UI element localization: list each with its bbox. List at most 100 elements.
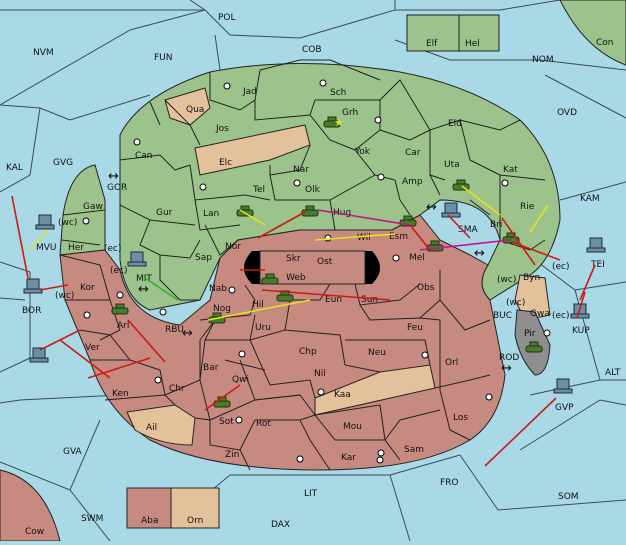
army-icon[interactable] (452, 179, 470, 191)
supply-center[interactable] (238, 350, 246, 358)
sea-label[interactable]: POL (218, 13, 236, 23)
province-label[interactable]: Pir (524, 329, 536, 339)
province-label[interactable]: Elc (219, 158, 232, 168)
province-label[interactable]: Mou (343, 422, 362, 432)
supply-center[interactable] (319, 79, 327, 87)
province-label[interactable]: Zin (225, 450, 239, 460)
sea-label[interactable]: Con (596, 38, 614, 48)
army-icon[interactable] (301, 205, 319, 217)
province-label[interactable]: Obs (417, 283, 435, 293)
province-label[interactable]: Hug (333, 208, 351, 218)
sea-label[interactable]: FRO (440, 478, 459, 488)
sea-label[interactable]: DAX (271, 520, 290, 530)
supply-center[interactable] (392, 254, 400, 262)
province-label[interactable]: Sun (361, 295, 378, 305)
supply-center[interactable] (223, 82, 231, 90)
sea-label[interactable]: KAM (580, 194, 600, 204)
supply-center[interactable] (317, 388, 325, 396)
province-label[interactable]: Neu (368, 348, 386, 358)
sea-label[interactable]: TEI (590, 260, 605, 270)
supply-center[interactable] (159, 308, 167, 316)
province-label[interactable]: Tel (252, 185, 265, 195)
province-label[interactable]: Kat (503, 165, 518, 175)
province-label[interactable]: Sam (404, 445, 424, 455)
supply-center[interactable] (374, 116, 382, 124)
province-label[interactable]: Nog (213, 304, 231, 314)
province-label[interactable]: Eun (325, 295, 342, 305)
army-icon[interactable] (261, 273, 279, 285)
province-label[interactable]: Bar (203, 363, 219, 373)
fleet-icon[interactable] (35, 214, 55, 230)
sea-label[interactable]: OVD (557, 108, 577, 118)
province-label[interactable]: Qwi (232, 375, 249, 385)
province-label[interactable]: Gaw (83, 202, 103, 212)
province-label[interactable]: Ail (146, 423, 157, 433)
sea-label[interactable]: RBU (165, 325, 184, 335)
province-con[interactable] (559, 0, 626, 66)
province-ail[interactable] (126, 404, 196, 446)
province-label[interactable]: Ken (112, 389, 129, 399)
supply-center[interactable] (199, 183, 207, 191)
province-label[interactable]: Sap (195, 253, 212, 263)
province-label[interactable]: Amp (402, 177, 423, 187)
sea-label[interactable]: ALT (605, 368, 621, 378)
province-label[interactable]: Olk (305, 185, 321, 195)
fleet-icon[interactable] (553, 378, 573, 394)
province-elc[interactable] (194, 124, 311, 176)
supply-center[interactable] (485, 393, 493, 401)
province-label[interactable]: Orl (445, 358, 458, 368)
province-label[interactable]: Rie (520, 202, 535, 212)
supply-center[interactable] (543, 329, 551, 337)
army-icon[interactable] (111, 303, 129, 315)
sea-label[interactable]: KAL (6, 163, 23, 173)
fleet-icon[interactable] (441, 202, 461, 218)
sea-label[interactable]: NOM (532, 55, 554, 65)
supply-center[interactable] (324, 234, 332, 242)
supply-center[interactable] (116, 291, 124, 299)
province-label[interactable]: Kaa (334, 390, 351, 400)
province-label[interactable]: Her (68, 243, 84, 253)
province-label[interactable]: Chp (299, 347, 317, 357)
sea-label[interactable]: SOM (558, 492, 579, 502)
province-label[interactable]: Qua (186, 105, 204, 115)
box-hel-label[interactable]: Hel (465, 39, 480, 49)
sea-label[interactable]: ROD (499, 353, 519, 363)
sea-label[interactable]: MIT (136, 274, 152, 284)
sea-label[interactable]: MVU (36, 243, 57, 253)
province-label[interactable]: Jad (242, 87, 257, 97)
sea-label[interactable]: LIT (304, 489, 318, 499)
supply-center[interactable] (377, 173, 385, 181)
supply-center[interactable] (235, 416, 243, 424)
box-aba-label[interactable]: Aba (141, 516, 158, 526)
supply-center[interactable] (82, 217, 90, 225)
province-label[interactable]: Ost (317, 257, 333, 267)
sea-label[interactable]: Cow (25, 527, 44, 537)
sea-label[interactable]: GOR (107, 183, 127, 193)
supply-center[interactable] (228, 286, 236, 294)
province-center[interactable] (259, 250, 366, 285)
province-label[interactable]: Nil (314, 369, 326, 379)
supply-center[interactable] (133, 138, 141, 146)
province-label[interactable]: Hil (252, 300, 264, 310)
sea-label[interactable]: GVA (63, 447, 83, 457)
sea-label[interactable]: BUC (493, 311, 512, 321)
fleet-icon[interactable] (29, 347, 49, 363)
province-label[interactable]: Nar (293, 165, 309, 175)
province-label[interactable]: Grh (342, 108, 358, 118)
province-label[interactable]: Sot (219, 417, 234, 427)
province-label[interactable]: Nor (225, 242, 241, 252)
sea-label[interactable]: COB (302, 45, 322, 55)
supply-center[interactable] (377, 449, 385, 457)
province-qua[interactable] (164, 87, 211, 126)
box-elf-label[interactable]: Elf (426, 39, 438, 49)
fleet-icon[interactable] (586, 237, 606, 253)
supply-center[interactable] (293, 179, 301, 187)
province-label[interactable]: Kar (341, 453, 356, 463)
province-label[interactable]: Sch (330, 88, 346, 98)
army-icon[interactable] (525, 341, 543, 353)
province-label[interactable]: Car (405, 148, 421, 158)
province-label[interactable]: Esm (389, 232, 408, 242)
province-label[interactable]: Lan (203, 209, 219, 219)
supply-center[interactable] (421, 351, 429, 359)
sea-label[interactable]: NVM (33, 48, 54, 58)
